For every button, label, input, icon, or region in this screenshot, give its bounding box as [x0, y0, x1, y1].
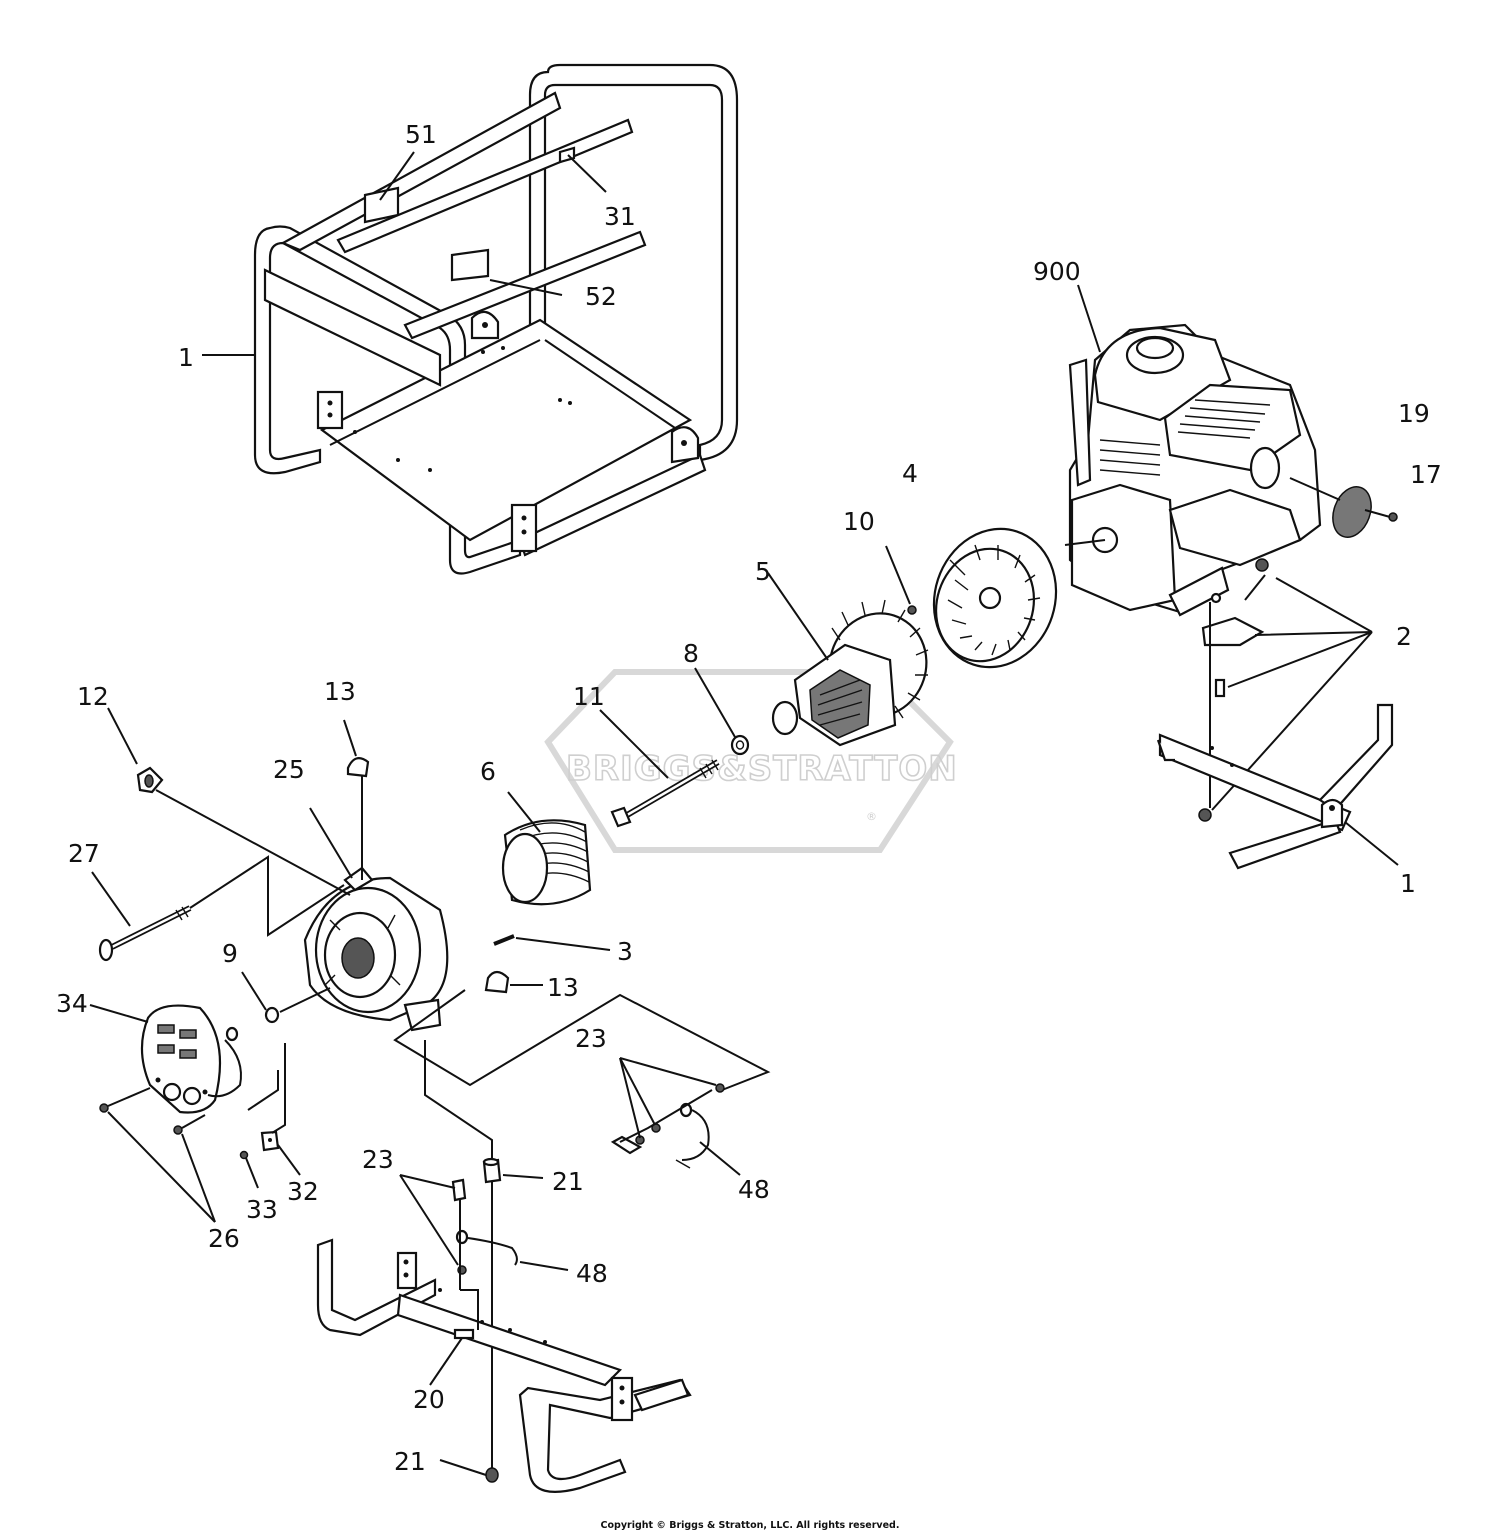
grommet: [107, 707, 351, 896]
frame-top: [253, 63, 739, 575]
pin: [493, 934, 611, 951]
fan-housing: [932, 527, 1058, 669]
washer: [694, 667, 750, 756]
callout-cradle-base: 20: [413, 1385, 445, 1414]
callout-long-bolt: 27: [68, 839, 100, 868]
copyright-notice: Copyright © Briggs & Stratton, LLC. All …: [600, 1520, 900, 1531]
engine: [1064, 323, 1322, 617]
callout-clip-bottom: 13: [547, 973, 579, 1002]
mount-kit: [1198, 574, 1373, 822]
callout-decal-52: 52: [585, 282, 617, 311]
callout-through-bolt: 11: [573, 682, 605, 711]
frame-leaders: [202, 151, 607, 356]
nut: [241, 971, 331, 1024]
callout-ground-wire-bottom: 48: [576, 1259, 608, 1288]
cradle-base: [316, 1238, 692, 1493]
callout-clip-top: 13: [324, 677, 356, 706]
callout-decal-31: 31: [604, 202, 636, 231]
callout-screw-17: 17: [1410, 460, 1442, 489]
callout-end-bell: 25: [273, 755, 305, 784]
callout-lockwasher-bottom: 23: [362, 1145, 394, 1174]
callout-pin: 3: [617, 937, 633, 966]
ground-group-right: [393, 989, 771, 1176]
callout-muffler-guard: 19: [1398, 399, 1430, 428]
callout-decal-51: 51: [405, 120, 437, 149]
callout-rotor: 5: [755, 557, 771, 586]
callout-mount-kit: 2: [1396, 622, 1412, 651]
callout-control-panel: 34: [56, 989, 88, 1018]
callout-screw-33: 33: [246, 1195, 278, 1224]
long-bolt: [91, 855, 345, 962]
leader-engine: [1077, 284, 1101, 353]
callout-frame-top: 1: [178, 343, 194, 372]
registered-mark: ®: [866, 810, 877, 823]
isolator-bottom: [439, 1459, 499, 1483]
screw-33: [239, 1150, 259, 1189]
screws-26: [99, 1087, 216, 1223]
callout-stator: 6: [480, 757, 496, 786]
callouts: 51 31 52 1 900 19 17 4 10 5 2 8 11 12 13…: [56, 120, 1442, 1476]
callout-screw-10: 10: [843, 507, 875, 536]
callout-screws-26: 26: [208, 1224, 240, 1253]
watermark-text: BRIGGS&STRATTON: [566, 749, 958, 789]
ground-group-bottom: [399, 1040, 569, 1330]
clip-bottom: [484, 970, 543, 994]
callout-bracket-32: 32: [287, 1177, 319, 1206]
callout-nut: 9: [222, 939, 238, 968]
callout-isolator-top: 21: [552, 1167, 584, 1196]
bracket-32: [260, 1043, 301, 1176]
callout-ground-wire-right: 48: [738, 1175, 770, 1204]
muffler-guard: [1289, 477, 1398, 538]
stator: [501, 791, 592, 906]
screw-10: [885, 545, 917, 615]
clip-top: [343, 719, 370, 880]
callout-fan-housing: 4: [902, 459, 918, 488]
callout-frame-bottom-right: 1: [1400, 869, 1416, 898]
control-panel: [89, 1004, 279, 1114]
watermark: BRIGGS&STRATTON ®: [544, 669, 958, 853]
callout-lockwasher-right: 23: [575, 1024, 607, 1053]
through-bolt: [599, 709, 720, 828]
callout-isolator-bottom: 21: [394, 1447, 426, 1476]
callout-washer: 8: [683, 639, 699, 668]
callout-engine: 900: [1033, 257, 1081, 286]
rotor: [767, 572, 929, 747]
end-bell: [303, 807, 449, 1032]
callout-grommet: 12: [77, 682, 109, 711]
frame-bottom-right: [1156, 703, 1399, 870]
